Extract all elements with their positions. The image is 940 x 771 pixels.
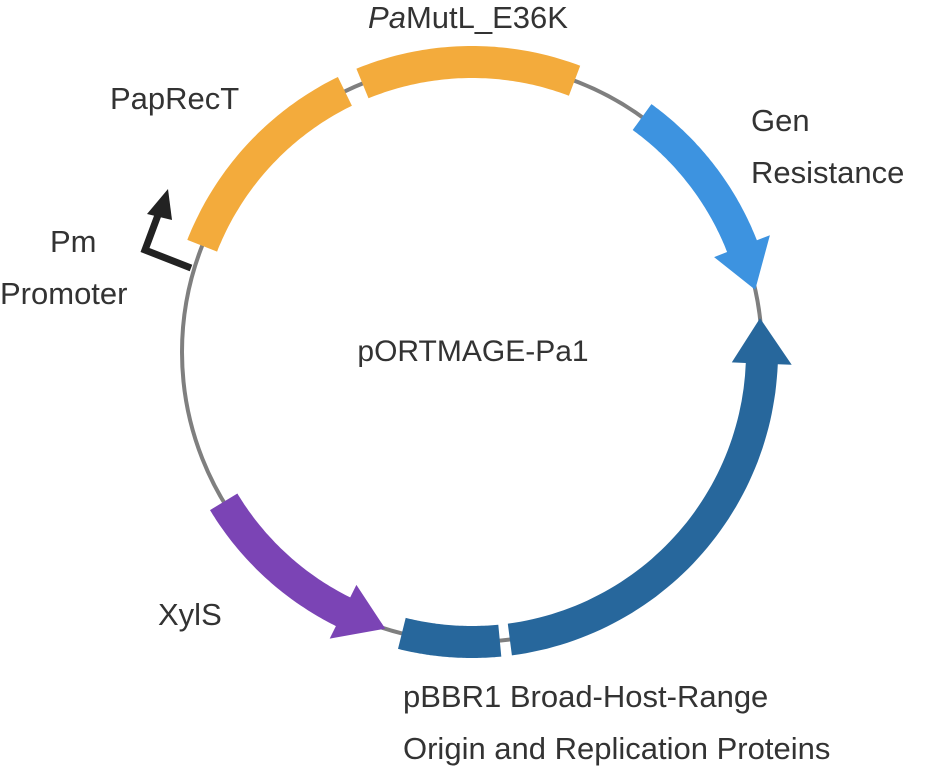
feature-pbbr1-replication-arrow[interactable] [507, 318, 792, 656]
label-gen-line2: Resistance [751, 155, 904, 190]
label-pbbr1-line2: Origin and Replication Proteins [403, 731, 830, 766]
label-pamutl: PaMutL_E36K [368, 0, 568, 35]
plasmid-name: pORTMAGE-Pa1 [357, 335, 588, 368]
label-pbbr1-line1: pBBR1 Broad-Host-Range [403, 679, 768, 714]
feature-pbbr1-origin[interactable] [398, 617, 502, 658]
label-pm-line2: Promoter [0, 276, 127, 311]
feature-pamutl-e36k[interactable] [356, 46, 581, 99]
feature-gen-resistance-arrow[interactable] [632, 104, 770, 290]
promoter-arrow-icon [140, 189, 193, 272]
label-pm-line1: Pm [50, 224, 97, 259]
feature-paprect[interactable] [187, 77, 352, 252]
label-xyls: XylS [158, 597, 222, 632]
label-gen-line1: Gen [751, 103, 810, 138]
label-paprect: PapRecT [110, 81, 239, 116]
feature-xyls-arrow[interactable] [210, 493, 386, 639]
